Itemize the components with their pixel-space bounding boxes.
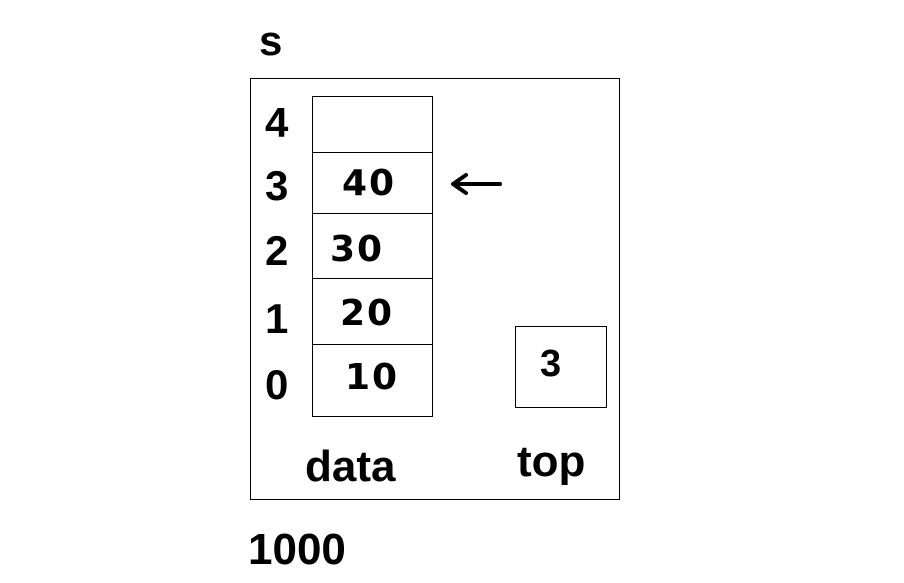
cell-divider: [312, 152, 433, 153]
top-value: 3: [540, 343, 562, 385]
cell-value: 20: [340, 293, 395, 334]
index-label: 4: [265, 99, 289, 146]
cell-divider: [312, 344, 433, 345]
index-label: 2: [265, 227, 289, 274]
cell-divider: [312, 278, 433, 279]
cell-value: 10: [345, 357, 400, 398]
cell-value: 30: [330, 229, 385, 270]
data-label: data: [305, 442, 396, 491]
index-label: 3: [265, 162, 289, 209]
struct-name-label: s: [259, 17, 283, 64]
cell-value: 40: [342, 163, 397, 204]
left-arrow-icon: [451, 173, 502, 195]
index-label: 0: [265, 361, 289, 408]
address-label: 1000: [248, 525, 346, 574]
top-box: [515, 326, 607, 408]
index-label: 1: [265, 295, 289, 342]
cell-divider: [312, 213, 433, 214]
top-label: top: [517, 437, 586, 486]
struct-box: [250, 78, 620, 500]
data-array: [312, 96, 433, 417]
